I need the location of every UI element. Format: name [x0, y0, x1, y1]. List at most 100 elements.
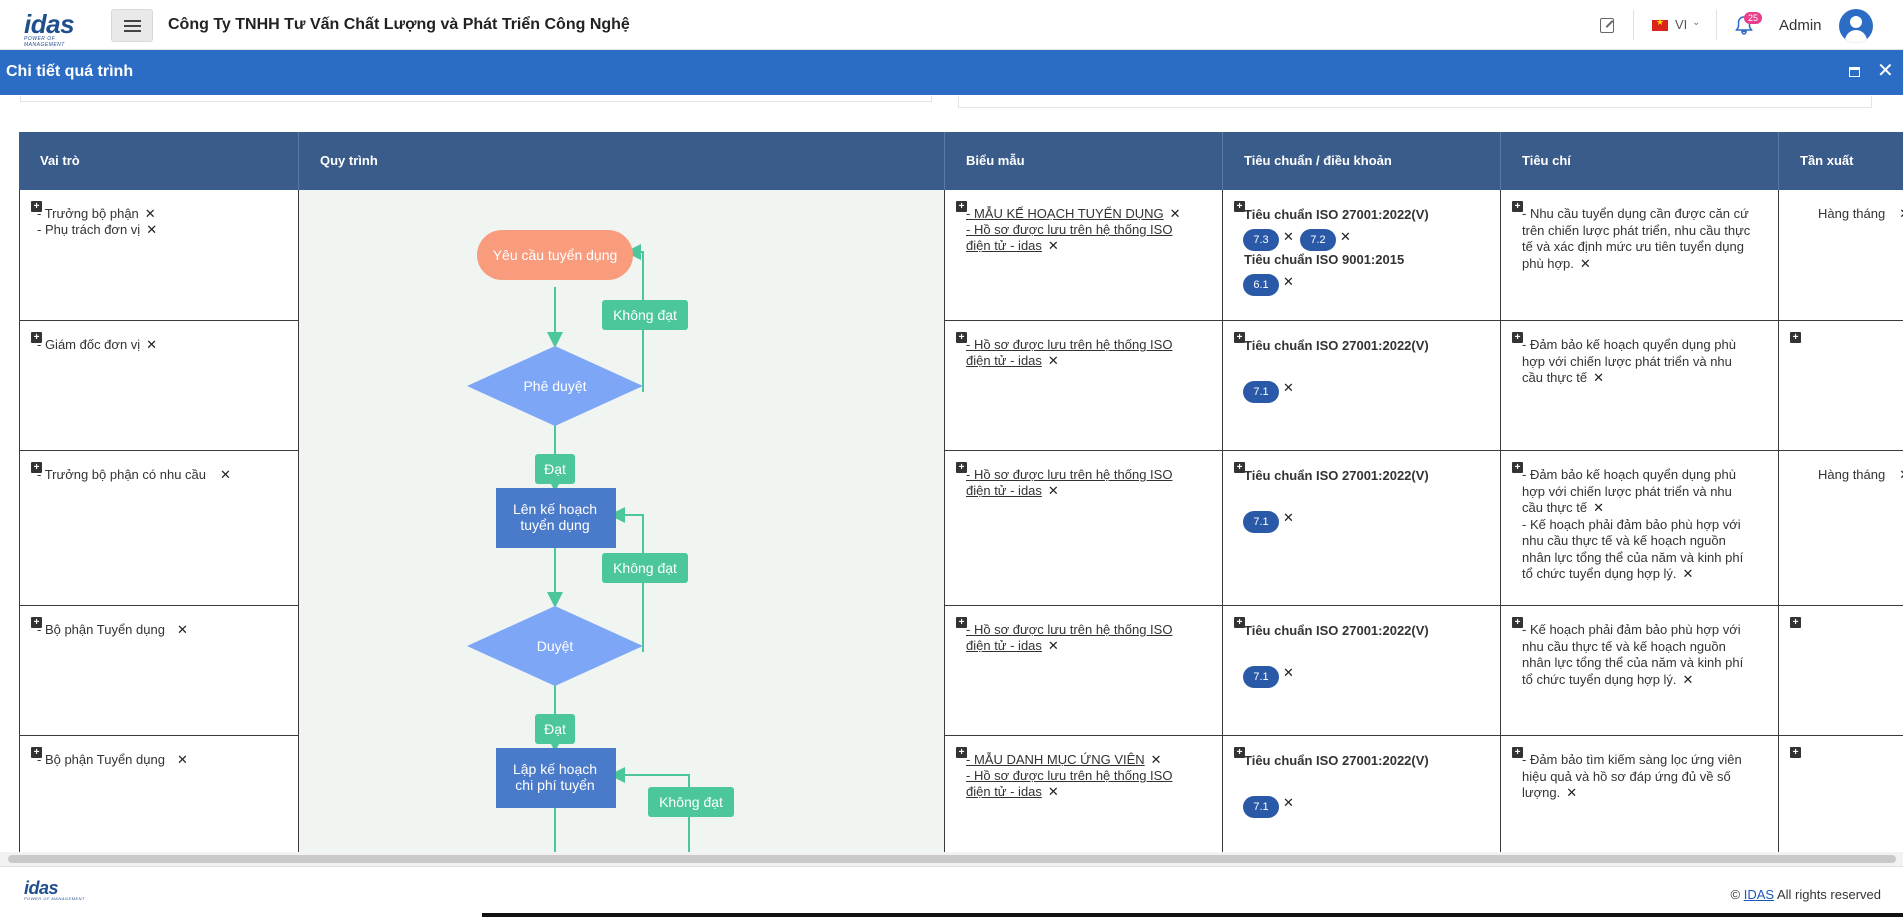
remove-x-icon[interactable]: ✕	[146, 337, 158, 352]
form-item[interactable]: - Hồ sơ được lưu trên hệ thống ISO	[966, 337, 1173, 352]
user-avatar-icon[interactable]	[1839, 9, 1873, 43]
plus-square-icon[interactable]: +	[1234, 332, 1245, 343]
clause-pill[interactable]: 7.1	[1243, 796, 1279, 818]
flow-node-approve[interactable]	[467, 346, 643, 426]
vietnam-flag-icon[interactable]	[1652, 17, 1668, 31]
close-icon[interactable]: ✕	[1877, 60, 1894, 82]
remove-x-icon[interactable]: ✕	[176, 752, 188, 767]
plus-square-icon[interactable]: +	[1512, 201, 1523, 212]
table-row-2-standards: + Tiêu chuẩn ISO 27001:2022(V) 7.1 ✕	[1223, 321, 1501, 451]
form-item[interactable]: - MẪU KẾ HOẠCH TUYỂN DỤNG✕	[966, 206, 1181, 221]
scrollbar-thumb[interactable]	[8, 855, 1896, 863]
remove-x-icon[interactable]: ✕	[1047, 353, 1059, 368]
role-item: - Bộ phận Tuyển dụng✕	[37, 752, 188, 767]
clause-pill[interactable]: 6.1	[1243, 274, 1279, 296]
plus-square-icon[interactable]: +	[956, 462, 967, 473]
plus-square-icon[interactable]: +	[1512, 747, 1523, 758]
plus-square-icon[interactable]: +	[31, 747, 42, 758]
plus-square-icon[interactable]: +	[1512, 462, 1523, 473]
brand-link[interactable]: IDAS	[1743, 887, 1775, 902]
flow-label-pass[interactable]	[535, 454, 575, 484]
plus-square-icon[interactable]: +	[1790, 747, 1801, 758]
remove-x-icon[interactable]: ✕	[146, 222, 158, 237]
remove-x-icon[interactable]: ✕	[176, 622, 188, 637]
flow-node-cost[interactable]	[496, 748, 616, 808]
remove-x-icon[interactable]: ✕	[220, 467, 231, 482]
plus-square-icon[interactable]: +	[31, 617, 42, 628]
remove-x-icon[interactable]: ✕	[1899, 206, 1903, 221]
remove-x-icon[interactable]: ✕	[1283, 380, 1294, 395]
remove-x-icon[interactable]: ✕	[1340, 229, 1351, 244]
maximize-icon[interactable]	[1849, 67, 1860, 77]
plus-square-icon[interactable]: +	[956, 201, 967, 212]
form-item[interactable]: - Hồ sơ được lưu trên hệ thống ISO	[966, 222, 1173, 237]
clause-pill[interactable]: 7.1	[1243, 381, 1279, 403]
remove-x-icon[interactable]: ✕	[1150, 752, 1162, 767]
user-name[interactable]: Admin	[1779, 17, 1822, 34]
idas-logo[interactable]: idas POWER OF MANAGEMENT	[24, 11, 96, 48]
form-item[interactable]: điện tử - idas✕	[966, 353, 1059, 368]
remove-x-icon[interactable]: ✕	[1579, 255, 1591, 271]
flow-node-review[interactable]	[467, 606, 643, 686]
remove-x-icon[interactable]: ✕	[1283, 274, 1294, 289]
plus-square-icon[interactable]: +	[1512, 332, 1523, 343]
flow-node-plan[interactable]	[496, 488, 616, 548]
plus-square-icon[interactable]: +	[1234, 617, 1245, 628]
clause-pill[interactable]: 7.2	[1300, 229, 1336, 251]
form-item[interactable]: điện tử - idas✕	[966, 784, 1059, 799]
remove-x-icon[interactable]: ✕	[1593, 500, 1604, 515]
form-item[interactable]: - Hồ sơ được lưu trên hệ thống ISO	[966, 622, 1173, 637]
plus-square-icon[interactable]: +	[1234, 201, 1245, 212]
clause-pill[interactable]: 7.3	[1243, 229, 1279, 251]
remove-x-icon[interactable]: ✕	[1283, 510, 1294, 525]
remove-x-icon[interactable]: ✕	[1899, 467, 1903, 482]
remove-x-icon[interactable]: ✕	[1047, 238, 1059, 253]
remove-x-icon[interactable]: ✕	[1682, 566, 1694, 581]
remove-x-icon[interactable]: ✕	[1566, 785, 1578, 800]
flow-label-fail[interactable]	[602, 553, 688, 583]
plus-square-icon[interactable]: +	[1512, 617, 1523, 628]
form-item[interactable]: điện tử - idas✕	[966, 483, 1059, 498]
plus-square-icon[interactable]: +	[31, 332, 42, 343]
form-item[interactable]: - Hồ sơ được lưu trên hệ thống ISO	[966, 467, 1173, 482]
flow-label-fail[interactable]	[648, 787, 734, 817]
chevron-down-icon[interactable]: ⌄	[1692, 17, 1701, 28]
hamburger-menu-button[interactable]	[111, 9, 153, 42]
remove-x-icon[interactable]: ✕	[1283, 229, 1294, 244]
plus-square-icon[interactable]: +	[956, 617, 967, 628]
plus-square-icon[interactable]: +	[1790, 617, 1801, 628]
clause-pill[interactable]: 7.1	[1243, 666, 1279, 688]
table-row-4-forms: + - Hồ sơ được lưu trên hệ thống ISO điệ…	[945, 606, 1223, 736]
form-item[interactable]: điện tử - idas✕	[966, 638, 1059, 653]
horizontal-scrollbar[interactable]	[0, 852, 1903, 866]
form-item[interactable]: điện tử - idas✕	[966, 238, 1059, 253]
plus-square-icon[interactable]: +	[1234, 747, 1245, 758]
flow-label-pass[interactable]	[535, 714, 575, 744]
remove-x-icon[interactable]: ✕	[1047, 784, 1059, 799]
remove-x-icon[interactable]: ✕	[1283, 795, 1294, 810]
clause-pill[interactable]: 7.1	[1243, 511, 1279, 533]
copyright-text: All rights reserved	[1776, 887, 1881, 902]
remove-x-icon[interactable]: ✕	[1169, 206, 1181, 221]
remove-x-icon[interactable]: ✕	[144, 206, 156, 221]
plus-square-icon[interactable]: +	[31, 201, 42, 212]
info-panel-left	[20, 96, 932, 102]
remove-x-icon[interactable]: ✕	[1682, 671, 1694, 687]
flow-label-fail[interactable]	[602, 300, 688, 330]
remove-x-icon[interactable]: ✕	[1593, 370, 1604, 385]
form-item[interactable]: - MẪU DANH MỤC ỨNG VIÊN✕	[966, 752, 1162, 767]
flow-node-start[interactable]	[477, 230, 633, 280]
bottom-strip	[482, 913, 1903, 917]
form-item[interactable]: - Hồ sơ được lưu trên hệ thống ISO	[966, 768, 1173, 783]
plus-square-icon[interactable]: +	[31, 462, 42, 473]
plus-square-icon[interactable]: +	[1790, 332, 1801, 343]
plus-square-icon[interactable]: +	[1234, 462, 1245, 473]
language-selector[interactable]: VI	[1675, 17, 1688, 32]
remove-x-icon[interactable]: ✕	[1047, 483, 1059, 498]
plus-square-icon[interactable]: +	[956, 332, 967, 343]
flowchart: Yêu cầu tuyển dụng Phê duyệt Không đạt Đ…	[467, 230, 734, 852]
remove-x-icon[interactable]: ✕	[1047, 638, 1059, 653]
edit-note-icon[interactable]	[1600, 18, 1614, 33]
plus-square-icon[interactable]: +	[956, 747, 967, 758]
remove-x-icon[interactable]: ✕	[1283, 665, 1294, 680]
